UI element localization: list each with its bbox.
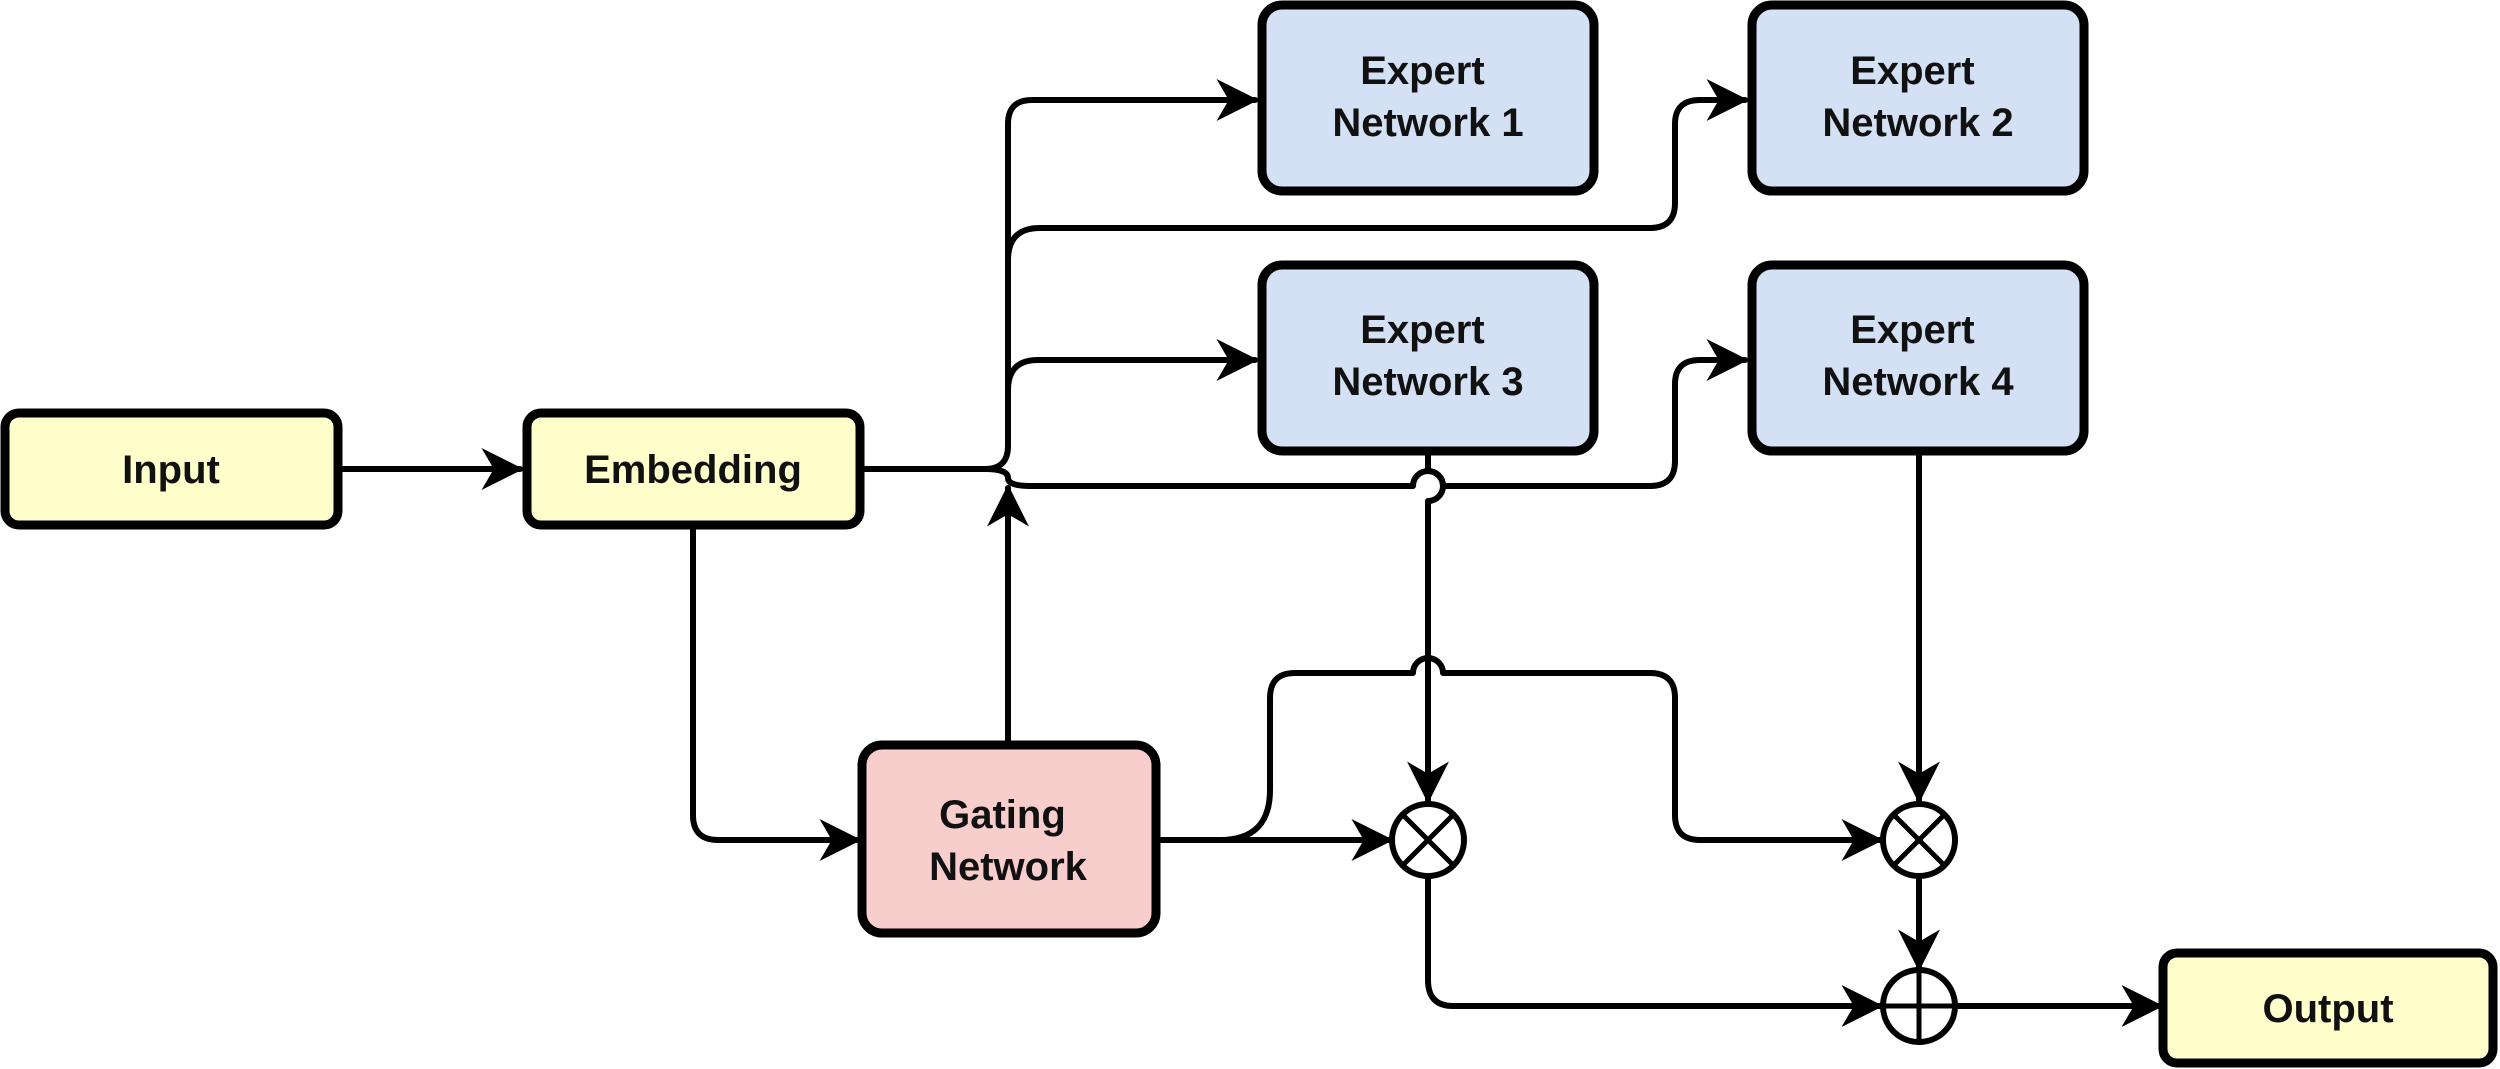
edge-router-expert2 (1005, 79, 1749, 263)
node-expert3-label-line1: Expert (1360, 308, 1485, 352)
multiply-icon (1389, 801, 1467, 879)
node-gating-label-line2: Network (929, 845, 1088, 889)
node-expert3-label-line2: Network 3 (1332, 360, 1523, 404)
node-gating-label-line1: Gating (939, 793, 1066, 837)
node-expert-network-3: Expert Network 3 (1257, 260, 1599, 456)
node-gating-network: Gating Network (857, 740, 1161, 938)
node-input-label: Input (122, 448, 220, 492)
node-input: Input (0, 408, 343, 530)
edge-router-expert1 (860, 79, 1259, 472)
node-expert2-label-line1: Expert (1850, 49, 1975, 93)
node-embedding-label: Embedding (584, 448, 802, 492)
edge-expert3-multiply1 (1407, 449, 1449, 804)
multiply-icon (1880, 801, 1958, 879)
node-expert4-label-line1: Expert (1850, 308, 1975, 352)
node-expert1-label: Expert Network 1 (1332, 49, 1523, 145)
node-gating-label: Gating Network (929, 793, 1088, 889)
node-expert3-label: Expert Network 3 (1332, 308, 1523, 404)
node-expert2-label-line2: Network 2 (1822, 101, 2013, 145)
node-embedding: Embedding (522, 408, 865, 530)
node-expert4-label-line2: Network 4 (1822, 360, 2014, 404)
node-expert1-label-line2: Network 1 (1332, 101, 1523, 145)
node-expert2-label: Expert Network 2 (1822, 49, 2013, 145)
node-expert-network-1: Expert Network 1 (1257, 0, 1599, 196)
edge-gating-multiply2 (1217, 655, 1884, 861)
node-expert-network-2: Expert Network 2 (1747, 0, 2089, 196)
node-expert4-label: Expert Network 4 (1822, 308, 2014, 404)
node-expert1-label-line1: Expert (1360, 49, 1485, 93)
edge-embedding-gating (690, 527, 862, 861)
node-expert-network-4: Expert Network 4 (1747, 260, 2089, 456)
plus-icon (1880, 967, 1958, 1045)
node-output: Output (2158, 948, 2498, 1068)
edge-router-expert3 (1005, 339, 1259, 393)
edge-multiply1-sum (1425, 875, 1884, 1027)
node-output-label: Output (2262, 987, 2393, 1031)
